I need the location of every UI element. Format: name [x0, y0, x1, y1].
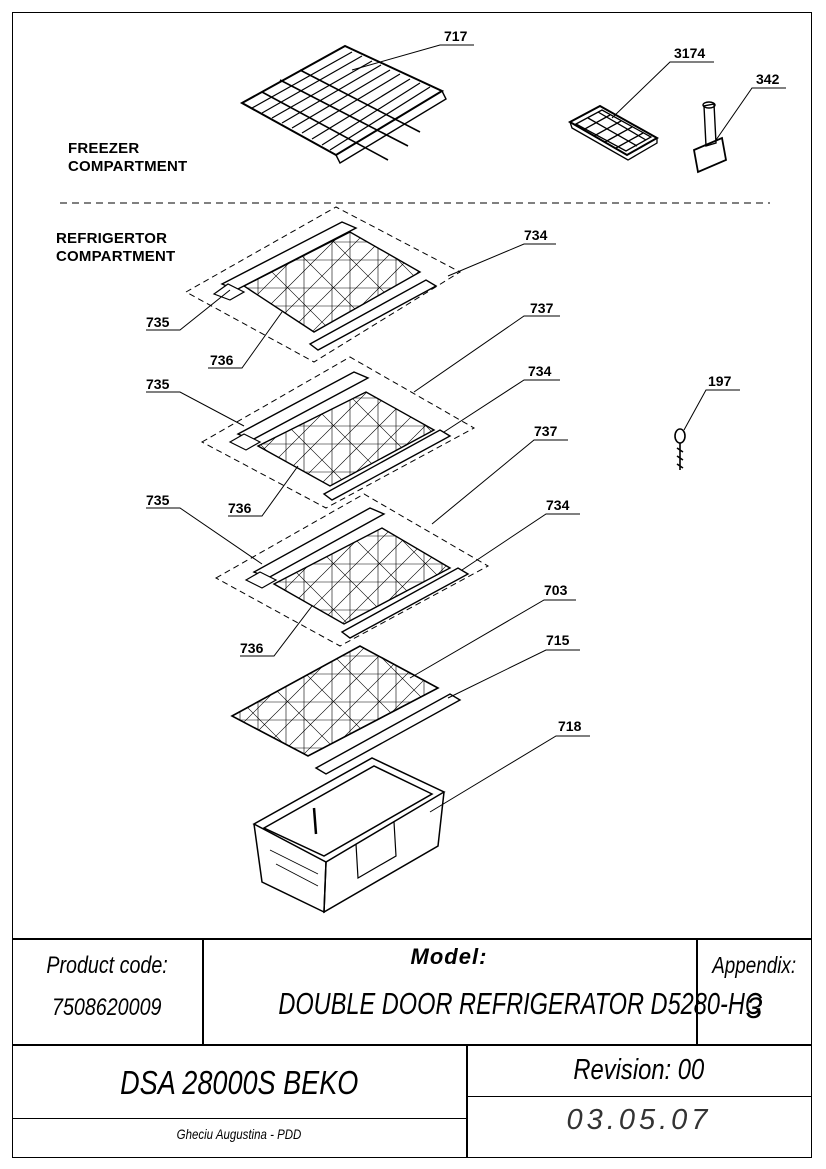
model-label: Model:	[410, 944, 488, 969]
callout-736-b: 736	[228, 500, 252, 516]
leader-737-b	[431, 439, 568, 525]
drawing-date: 03.05.07	[566, 1104, 712, 1136]
leader-734-c	[461, 513, 580, 571]
leader-3174	[611, 61, 714, 119]
freezer-section-label: FREEZER COMPARTMENT	[68, 140, 187, 176]
appendix-label: Appendix:	[712, 952, 796, 978]
small-part-197	[674, 428, 686, 470]
appendix-value: 3	[745, 992, 763, 1025]
callout-737-b: 737	[534, 423, 558, 439]
callout-197: 197	[708, 373, 732, 389]
callout-734-c: 734	[546, 497, 570, 513]
leader-736-c	[240, 605, 313, 657]
model-value: DOUBLE DOOR REFRIGERATOR D5280-HC	[278, 986, 762, 1021]
leader-736-b	[228, 465, 299, 517]
shelf-assembly-1	[184, 206, 462, 363]
crisper-drawer-718	[252, 757, 446, 914]
callout-715: 715	[546, 632, 570, 648]
shelf-assembly-2	[200, 356, 476, 509]
drawing-frame	[12, 12, 812, 1158]
revision: Revision: 00	[573, 1054, 705, 1086]
product-code-label: Product code:	[46, 952, 168, 979]
leader-737-a	[413, 315, 560, 393]
refrigerator-label-line1: REFRIGERTOR	[56, 230, 168, 247]
leader-703	[409, 599, 576, 679]
crisper-cover-703	[230, 645, 440, 757]
callout-735-a: 735	[146, 314, 170, 330]
wire-shelf-717	[239, 44, 447, 164]
callout-736-a: 736	[210, 352, 234, 368]
refrigerator-section-label: REFRIGERTOR COMPARTMENT	[56, 230, 175, 266]
leader-342	[715, 87, 786, 141]
product-code-value: 7508620009	[52, 994, 162, 1021]
callout-735-b: 735	[146, 376, 170, 392]
leader-715	[447, 649, 580, 699]
leader-717	[351, 44, 474, 71]
shelf-assembly-3	[214, 493, 490, 647]
refrigerator-label-line2: COMPARTMENT	[56, 248, 176, 265]
leader-735-b	[146, 391, 245, 427]
leader-197	[683, 389, 740, 431]
freezer-label-line2: COMPARTMENT	[68, 158, 188, 175]
leader-718	[429, 735, 590, 813]
callout-737-a: 737	[530, 300, 554, 316]
leader-736-a	[208, 311, 283, 369]
callout-342: 342	[756, 71, 780, 87]
callout-717: 717	[444, 28, 468, 44]
freezer-label-line1: FREEZER	[68, 140, 140, 157]
callout-703: 703	[544, 582, 568, 598]
author: Gheciu Augustina - PDD	[176, 1126, 302, 1142]
callout-734-b: 734	[528, 363, 552, 379]
callout-735-c: 735	[146, 492, 170, 508]
product-name: DSA 28000S BEKO	[119, 1064, 359, 1101]
leader-735-c	[146, 507, 263, 565]
callout-734-a: 734	[524, 227, 548, 243]
leader-735-a	[146, 289, 231, 331]
front-strip-715	[314, 693, 462, 775]
callout-718: 718	[558, 718, 582, 734]
ice-scraper-342	[692, 101, 728, 174]
exploded-parts-drawing: 717 3174 342 734 735 73	[60, 28, 786, 914]
callout-736-c: 736	[240, 640, 264, 656]
leader-734-b	[443, 379, 560, 433]
leader-734-a	[447, 243, 556, 277]
ice-tray-3174	[567, 104, 660, 161]
callout-3174: 3174	[674, 45, 705, 61]
title-block: Product code: 7508620009 Model: DOUBLE D…	[12, 938, 812, 1158]
